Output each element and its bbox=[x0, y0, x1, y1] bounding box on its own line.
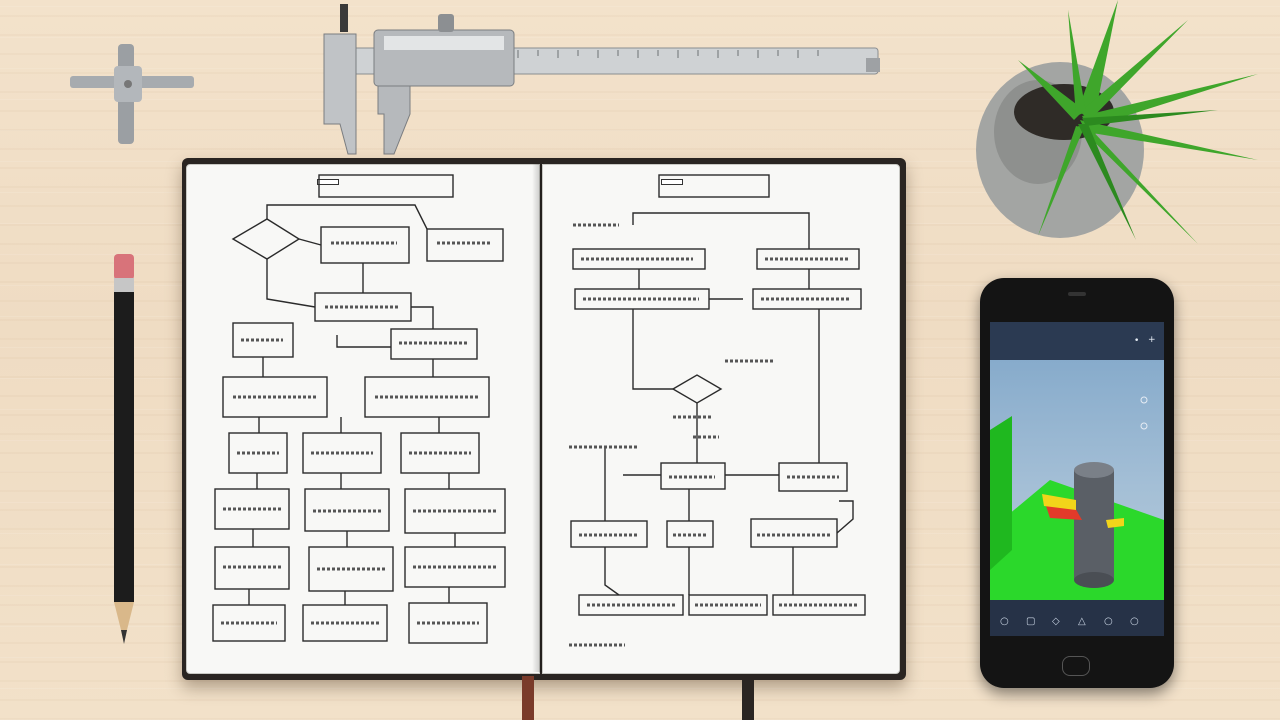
notebook-left-page bbox=[186, 164, 540, 674]
right-flowchart bbox=[569, 174, 866, 647]
toolbar-icon[interactable]: ▢ bbox=[1026, 616, 1036, 627]
app-bar: • + bbox=[990, 322, 1164, 360]
right-page-title bbox=[661, 179, 683, 185]
add-icon[interactable]: + bbox=[1148, 335, 1156, 345]
toolbar-icon[interactable]: ○ bbox=[1000, 616, 1009, 627]
open-notebook bbox=[182, 158, 906, 680]
home-button[interactable] bbox=[1062, 656, 1090, 676]
cad-model-viewport[interactable] bbox=[990, 360, 1164, 622]
toolbar-icon[interactable]: ◇ bbox=[1052, 616, 1060, 627]
phone-toolbar: ○ ▢ ◇ △ ○ ○ bbox=[990, 600, 1164, 636]
smartphone: • + ○ ▢ ◇ △ ○ ○ bbox=[980, 278, 1174, 688]
phone-camera bbox=[1068, 292, 1086, 296]
bookmark-ribbon bbox=[522, 676, 534, 720]
caliper-icon bbox=[323, 4, 880, 155]
toolbar-icon[interactable]: ○ bbox=[1130, 616, 1139, 627]
pencil-icon bbox=[114, 254, 134, 644]
phone-screen[interactable]: • + bbox=[990, 322, 1164, 622]
toolbar-icon[interactable]: ○ bbox=[1104, 616, 1113, 627]
potted-plant-icon bbox=[976, 0, 1258, 244]
bookmark-ribbon bbox=[742, 680, 754, 720]
drafting-tool-icon bbox=[70, 44, 194, 144]
toolbar-icon[interactable]: △ bbox=[1078, 616, 1086, 627]
notebook-right-page bbox=[542, 164, 900, 674]
more-icon[interactable]: • bbox=[1134, 336, 1140, 346]
left-page-title bbox=[317, 179, 339, 185]
left-flowchart bbox=[212, 174, 506, 644]
